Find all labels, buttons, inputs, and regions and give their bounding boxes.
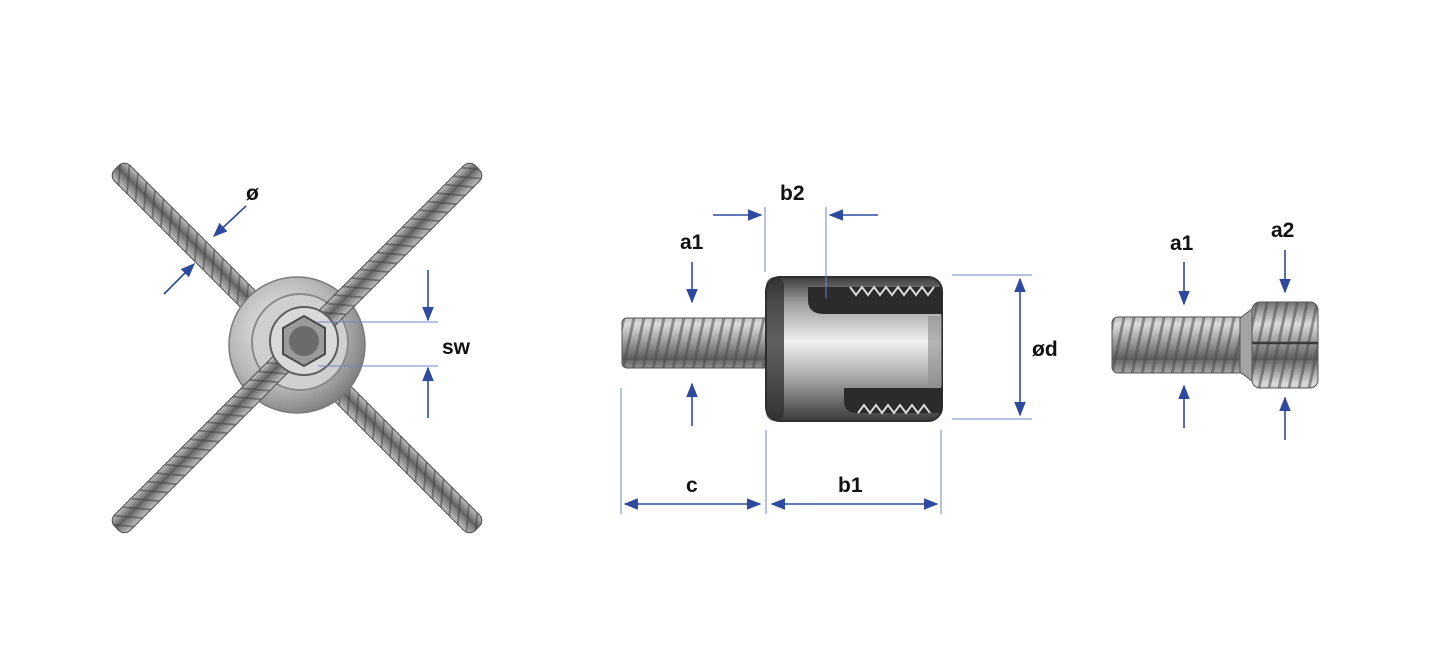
lower-slot (844, 388, 942, 413)
screw-view: a1 a2 (1111, 219, 1319, 440)
screw-head (1251, 301, 1319, 389)
threaded-shank (621, 317, 773, 369)
cable-diameter-arrow-upper (212, 205, 247, 237)
upper-slot (808, 287, 942, 314)
hex-socket-core (289, 326, 319, 356)
thread-length-label: c (686, 474, 698, 497)
screw-thread (1111, 316, 1247, 374)
cross-view: ø sw (111, 162, 483, 534)
body-diameter-label: ød (1032, 338, 1058, 361)
head-thread-diameter-label: a2 (1271, 219, 1294, 242)
upper-slot-teeth (849, 285, 935, 297)
side-view: a1 b2 ød c b1 (620, 182, 1058, 514)
screw-thread-diameter-label: a1 (1170, 232, 1194, 255)
cable-diameter-arrow-lower (163, 262, 196, 295)
clamp-body-end (766, 277, 784, 421)
lower-slot-teeth (857, 403, 931, 415)
body-length-label: b1 (838, 474, 863, 497)
cable-diameter-label: ø (246, 182, 259, 205)
thread-diameter-label: a1 (680, 231, 704, 254)
center-slot-edge (928, 316, 942, 386)
wrench-size-label: sw (442, 336, 471, 359)
slot-width-label: b2 (780, 182, 805, 205)
